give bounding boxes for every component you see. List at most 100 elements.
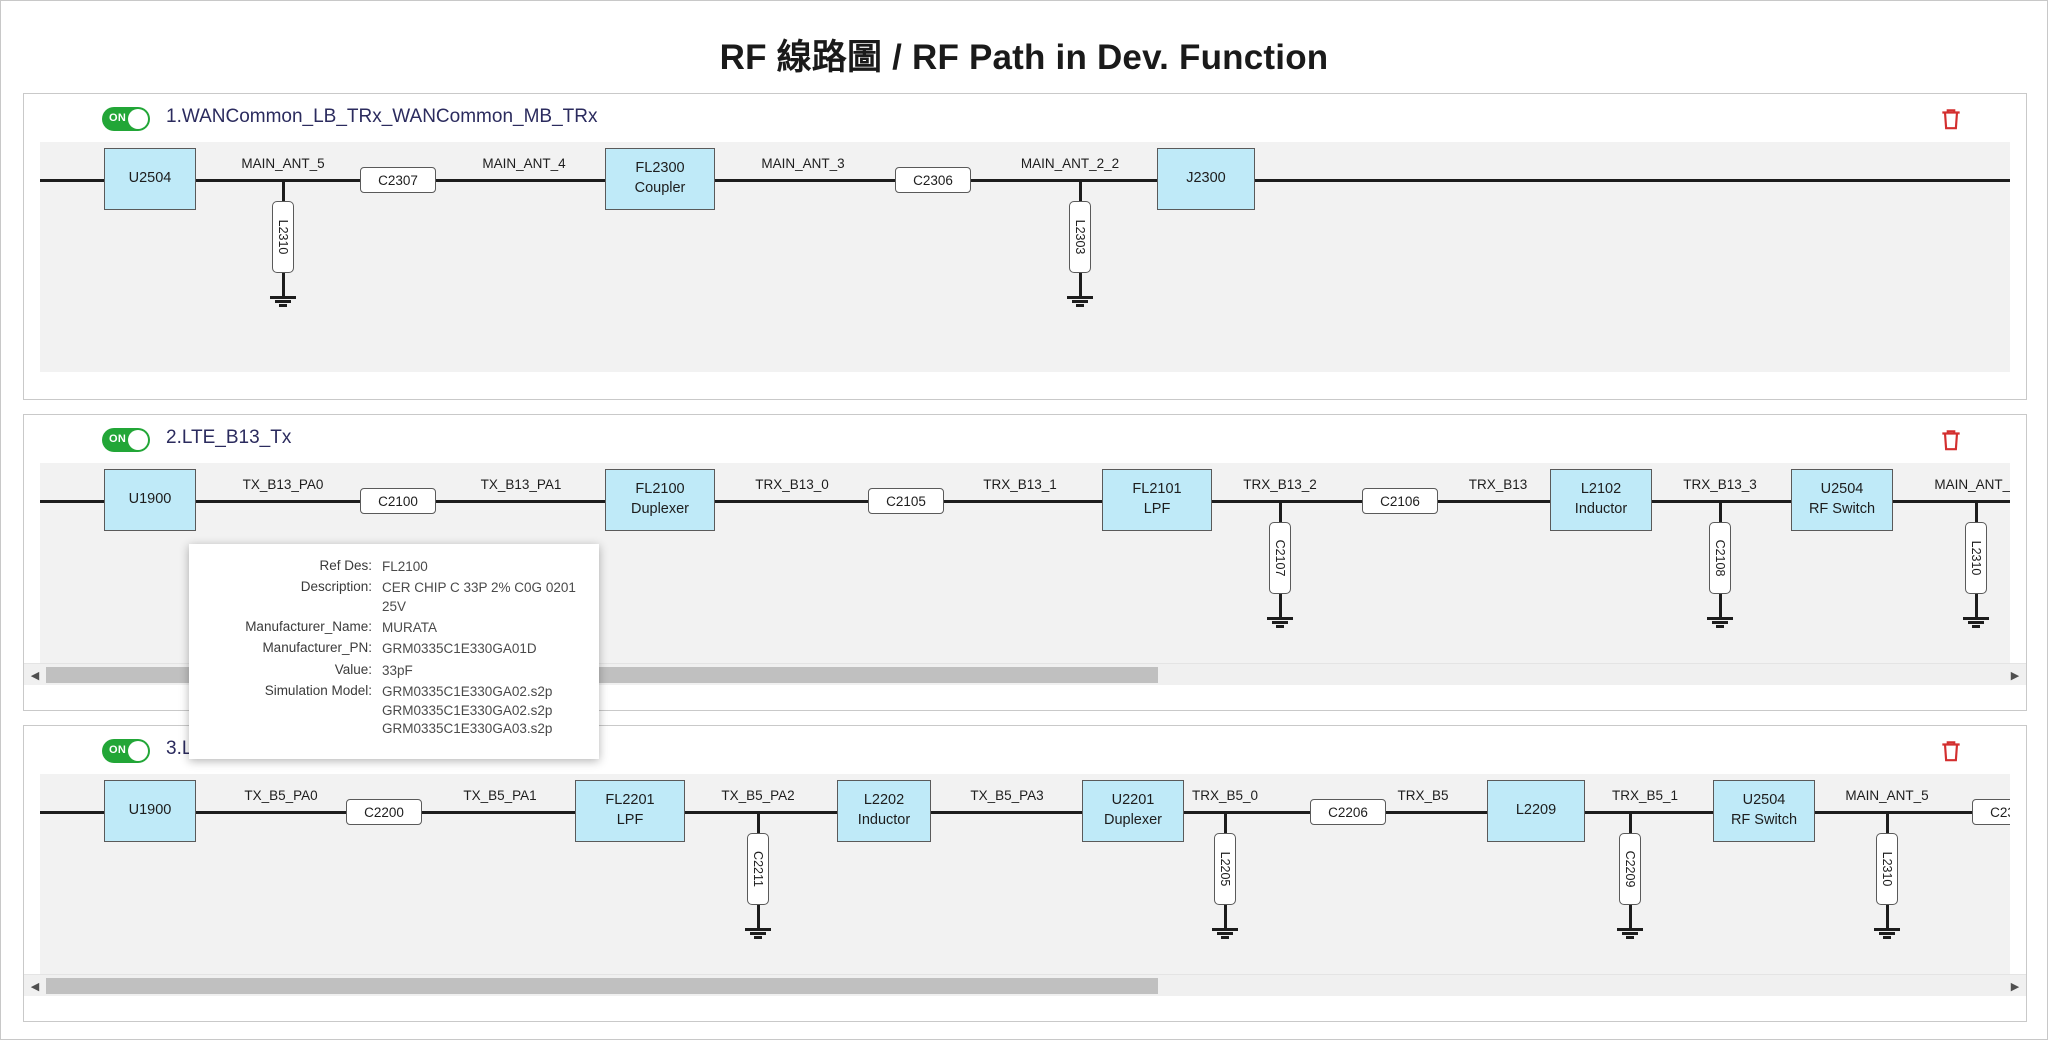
component-refdes: U2504 (128, 170, 172, 187)
panel-header-1: ON 1.WANCommon_LB_TRx_WANCommon_MB_TRx (24, 94, 2026, 142)
ground-symbol (1264, 617, 1296, 631)
component-cap-C2206[interactable]: C2206 (1310, 799, 1386, 825)
shunt-component-L2310[interactable]: L2310 (1876, 833, 1898, 905)
net-label-MAIN_ANT_2_2: MAIN_ANT_2_2 (1020, 156, 1120, 171)
component-refdes: FL2101 (1132, 481, 1182, 498)
tooltip-value: GRM0335C1E330GA01D (382, 640, 537, 658)
net-label-MAIN_ANT_5: MAIN_ANT_5 (241, 156, 325, 171)
component-type: LPF (1143, 501, 1171, 517)
tooltip-key: Ref Des: (319, 558, 372, 573)
shunt-component-C2209[interactable]: C2209 (1619, 833, 1641, 905)
net-label-TRX_B13_2: TRX_B13_2 (1243, 477, 1317, 492)
shunt-component-C2107[interactable]: C2107 (1269, 522, 1291, 594)
shunt-component-L2303[interactable]: L2303 (1069, 201, 1091, 273)
panel-toggle-3[interactable]: ON (102, 739, 150, 763)
panel-header-2: ON 2.LTE_B13_Tx (24, 415, 2026, 463)
delete-path-button-3[interactable] (1938, 737, 1964, 765)
signal-wire (40, 811, 2010, 814)
component-cap-C2307[interactable]: C2307 (360, 167, 436, 193)
component-cap-C2306[interactable]: C2306 (895, 167, 971, 193)
signal-wire (40, 179, 2010, 182)
component-refdes: L2202 (863, 792, 905, 809)
net-label-TX_B13_PA0: TX_B13_PA0 (242, 477, 324, 492)
tooltip-key: Value: (334, 661, 372, 677)
scroll-left-arrow[interactable]: ◀ (30, 669, 40, 682)
shunt-ground-wire (1079, 273, 1082, 297)
component-block-J2300[interactable]: J2300 (1157, 148, 1255, 210)
component-block-U2504[interactable]: U2504 RF Switch (1791, 469, 1893, 531)
component-block-L2209[interactable]: L2209 (1487, 780, 1585, 842)
component-cap-C2106[interactable]: C2106 (1362, 488, 1438, 514)
shunt-refdes: L2310 (1969, 540, 1983, 576)
tooltip-value-line: 33pF (382, 662, 413, 678)
scrollbar-thumb[interactable] (46, 978, 1158, 994)
shunt-component-C2211[interactable]: C2211 (747, 833, 769, 905)
tooltip-key: Description: (300, 579, 372, 595)
toggle-on-label: ON (109, 112, 127, 124)
shunt-component-C2108[interactable]: C2108 (1709, 522, 1731, 594)
horizontal-scrollbar-3[interactable]: ◀ ▶ (24, 974, 2026, 996)
shunt-ground-wire (1886, 905, 1889, 929)
trash-icon (1942, 109, 1960, 130)
delete-path-button-2[interactable] (1938, 426, 1964, 454)
tooltip-value-line: FL2100 (382, 559, 428, 574)
scroll-right-arrow[interactable]: ▶ (2010, 669, 2020, 682)
component-type: RF Switch (1808, 501, 1876, 517)
tooltip-value-line: MURATA (382, 620, 437, 636)
component-refdes: U2504 (1820, 481, 1864, 498)
net-label-TRX_B13_1: TRX_B13_1 (983, 477, 1057, 492)
tooltip-value-line: 25V (382, 598, 407, 614)
shunt-component-L2205[interactable]: L2205 (1214, 833, 1236, 905)
shunt-ground-wire (757, 905, 760, 929)
ground-symbol (1704, 617, 1736, 631)
component-cap-C2307[interactable]: C2307 (1972, 799, 2010, 825)
shunt-stub-wire (1629, 811, 1632, 833)
net-label-TX_B5_PA1: TX_B5_PA1 (463, 788, 537, 803)
tooltip-value: MURATA (382, 619, 437, 637)
component-cap-C2105[interactable]: C2105 (868, 488, 944, 514)
panel-title-2: 2.LTE_B13_Tx (166, 427, 292, 448)
component-block-U1900[interactable]: U1900 (104, 469, 196, 531)
panel-title-1: 1.WANCommon_LB_TRx_WANCommon_MB_TRx (166, 106, 598, 127)
shunt-component-L2310[interactable]: L2310 (272, 201, 294, 273)
tooltip-key: Simulation Model: (264, 683, 372, 699)
tooltip-key: Manufacturer_Name: (245, 619, 372, 635)
component-cap-C2200[interactable]: C2200 (346, 799, 422, 825)
toggle-knob (128, 430, 148, 450)
panel-toggle-1[interactable]: ON (102, 107, 150, 131)
scroll-left-arrow[interactable]: ◀ (30, 980, 40, 993)
tooltip-value: FL2100 (382, 558, 428, 576)
component-refdes: FL2300 (635, 160, 685, 177)
shunt-component-L2310[interactable]: L2310 (1965, 522, 1987, 594)
net-label-TX_B5_PA2: TX_B5_PA2 (721, 788, 795, 803)
component-type: LPF (616, 812, 644, 828)
component-type: Duplexer (1103, 812, 1163, 828)
tooltip-value-line: GRM0335C1E330GA02.s2p (382, 684, 553, 700)
page-title: RF 線路圖 / RF Path in Dev. Function (719, 38, 1329, 77)
shunt-ground-wire (1224, 905, 1227, 929)
tooltip-row: Manufacturer_PN:GRM0335C1E330GA01D (207, 640, 581, 658)
component-block-U1900[interactable]: U1900 (104, 780, 196, 842)
tooltip-row: Value: 33pF (207, 662, 581, 680)
ground-symbol (742, 928, 774, 942)
panel-toggle-2[interactable]: ON (102, 428, 150, 452)
scroll-right-arrow[interactable]: ▶ (2010, 980, 2020, 993)
component-block-U2504[interactable]: U2504 (104, 148, 196, 210)
component-refdes: U1900 (128, 802, 172, 819)
delete-path-button-1[interactable] (1938, 105, 1964, 133)
tooltip-value-line: GRM0335C1E330GA03.s2p (382, 720, 553, 736)
component-cap-C2100[interactable]: C2100 (360, 488, 436, 514)
component-refdes: U1900 (128, 491, 172, 508)
